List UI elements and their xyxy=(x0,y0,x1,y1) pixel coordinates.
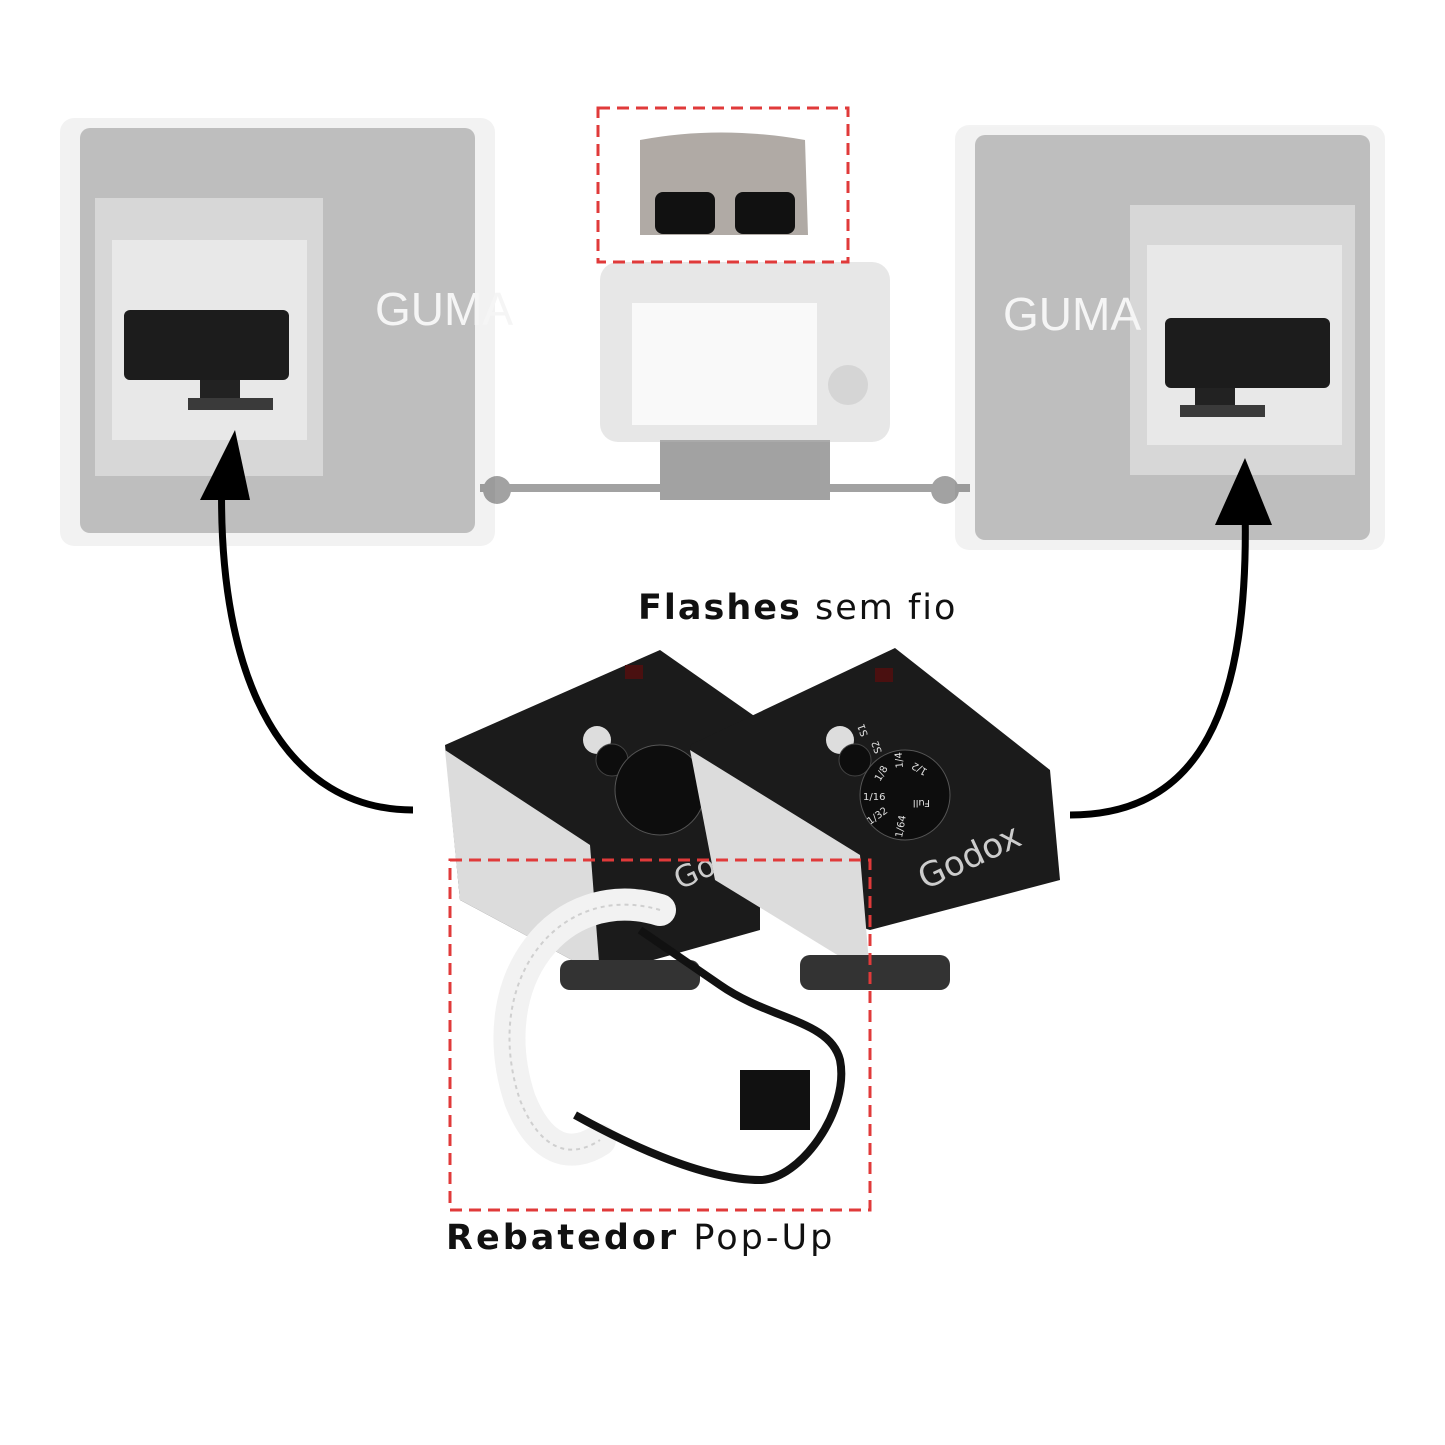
flash-unit-right: Godox S1 S2 1/4 1/2 Full 1/8 1/16 1/32 1… xyxy=(690,648,1060,990)
softbox-logo: GUMA xyxy=(375,283,513,335)
dial-mark-1-4: 1/4 xyxy=(894,752,906,769)
bouncer-label: Rebatedor Pop-Up xyxy=(446,1218,835,1258)
flashes-label-bold: Flashes xyxy=(638,588,802,628)
arrow-right-head xyxy=(1215,458,1272,525)
bouncer-label-regular: Pop-Up xyxy=(693,1218,836,1258)
mounted-popup-bouncer xyxy=(640,132,808,235)
dial-mark-full: Full xyxy=(913,797,930,808)
arrow-right-curve xyxy=(1069,504,1249,819)
dial-mark-1-16: 1/16 xyxy=(863,792,885,803)
dial-mark-s2: S2 xyxy=(870,739,885,755)
highlight-box-bottom xyxy=(448,858,872,1212)
camera xyxy=(600,262,890,442)
flashes-label-regular: sem fio xyxy=(814,588,958,628)
highlight-box-top xyxy=(596,106,850,264)
flashes-label: Flashes sem fio xyxy=(638,588,957,628)
left-flash-receiver xyxy=(124,310,289,410)
softbox-logo: GUMA xyxy=(1003,288,1141,340)
flash-dial-marks: S1 S2 1/4 1/2 Full 1/8 1/16 1/32 1/64 xyxy=(856,722,930,838)
arrow-left-curve xyxy=(218,469,414,814)
flash-bracket xyxy=(480,440,970,504)
right-flash-receiver xyxy=(1165,318,1330,417)
left-softbox: GUMA xyxy=(60,118,513,546)
popup-bouncer xyxy=(493,888,846,1185)
dial-mark-1-64: 1/64 xyxy=(894,814,909,838)
bouncer-label-bold: Rebatedor xyxy=(446,1218,680,1258)
arrow-left-head xyxy=(200,430,250,500)
dial-mark-s1: S1 xyxy=(856,722,871,738)
